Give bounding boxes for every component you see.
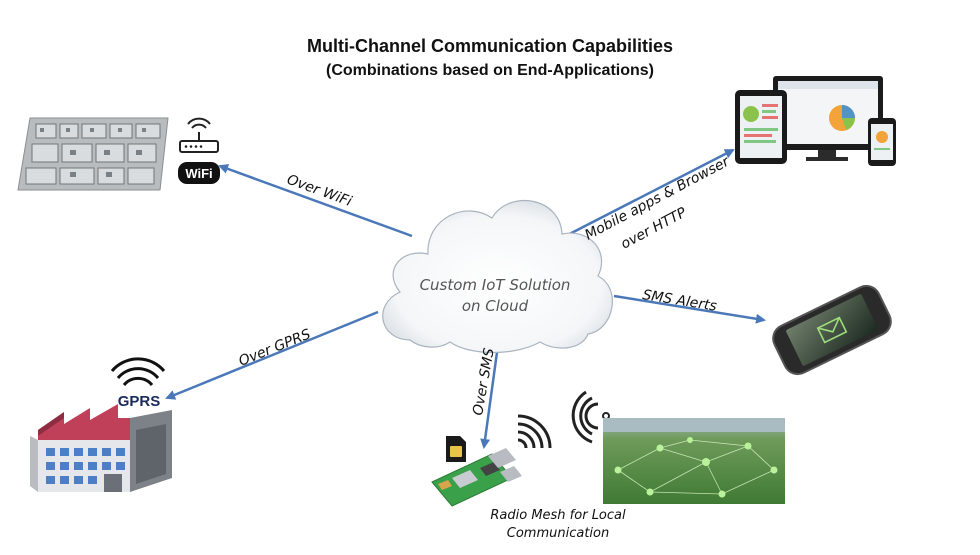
gprs-badge: GPRS — [118, 393, 161, 410]
radio-signal-icon — [517, 414, 552, 449]
arrow-gprs — [165, 310, 379, 400]
page-title: Multi-Channel Communication Capabilities — [306, 36, 674, 56]
cloud-label-line1: Custom IoT Solution — [420, 276, 571, 294]
factory-image — [30, 404, 172, 492]
router-icon — [179, 117, 219, 153]
field-mesh-image — [603, 418, 785, 504]
label-sms-alerts: SMS Alerts — [641, 287, 718, 315]
circuit-board-image — [431, 448, 522, 507]
radio-mesh-label-line2: Communication — [507, 526, 609, 541]
arrow-sms — [480, 344, 500, 449]
gprs-signal-icon — [110, 357, 166, 387]
sim-card-icon — [446, 436, 466, 462]
wifi-badge: WiFi — [178, 162, 220, 184]
arrow-wifi — [218, 164, 413, 238]
floor-plan-image — [17, 117, 169, 191]
cloud-label-line2: on Cloud — [462, 297, 529, 315]
label-over-gprs: Over GPRS — [237, 326, 314, 369]
smartphone-image — [772, 284, 892, 376]
arrow-sms-alerts — [613, 294, 766, 324]
radio-mesh-label-line1: Radio Mesh for Local — [490, 508, 626, 523]
page-subtitle: (Combinations based on End-Applications) — [326, 62, 654, 79]
arrow-mobile — [551, 148, 735, 245]
radio-signal-icon-2 — [571, 390, 610, 444]
svg-text:WiFi: WiFi — [185, 166, 212, 181]
devices-image — [735, 76, 896, 166]
label-over-wifi: Over WiFi — [285, 172, 354, 210]
cloud-shape — [382, 199, 613, 354]
